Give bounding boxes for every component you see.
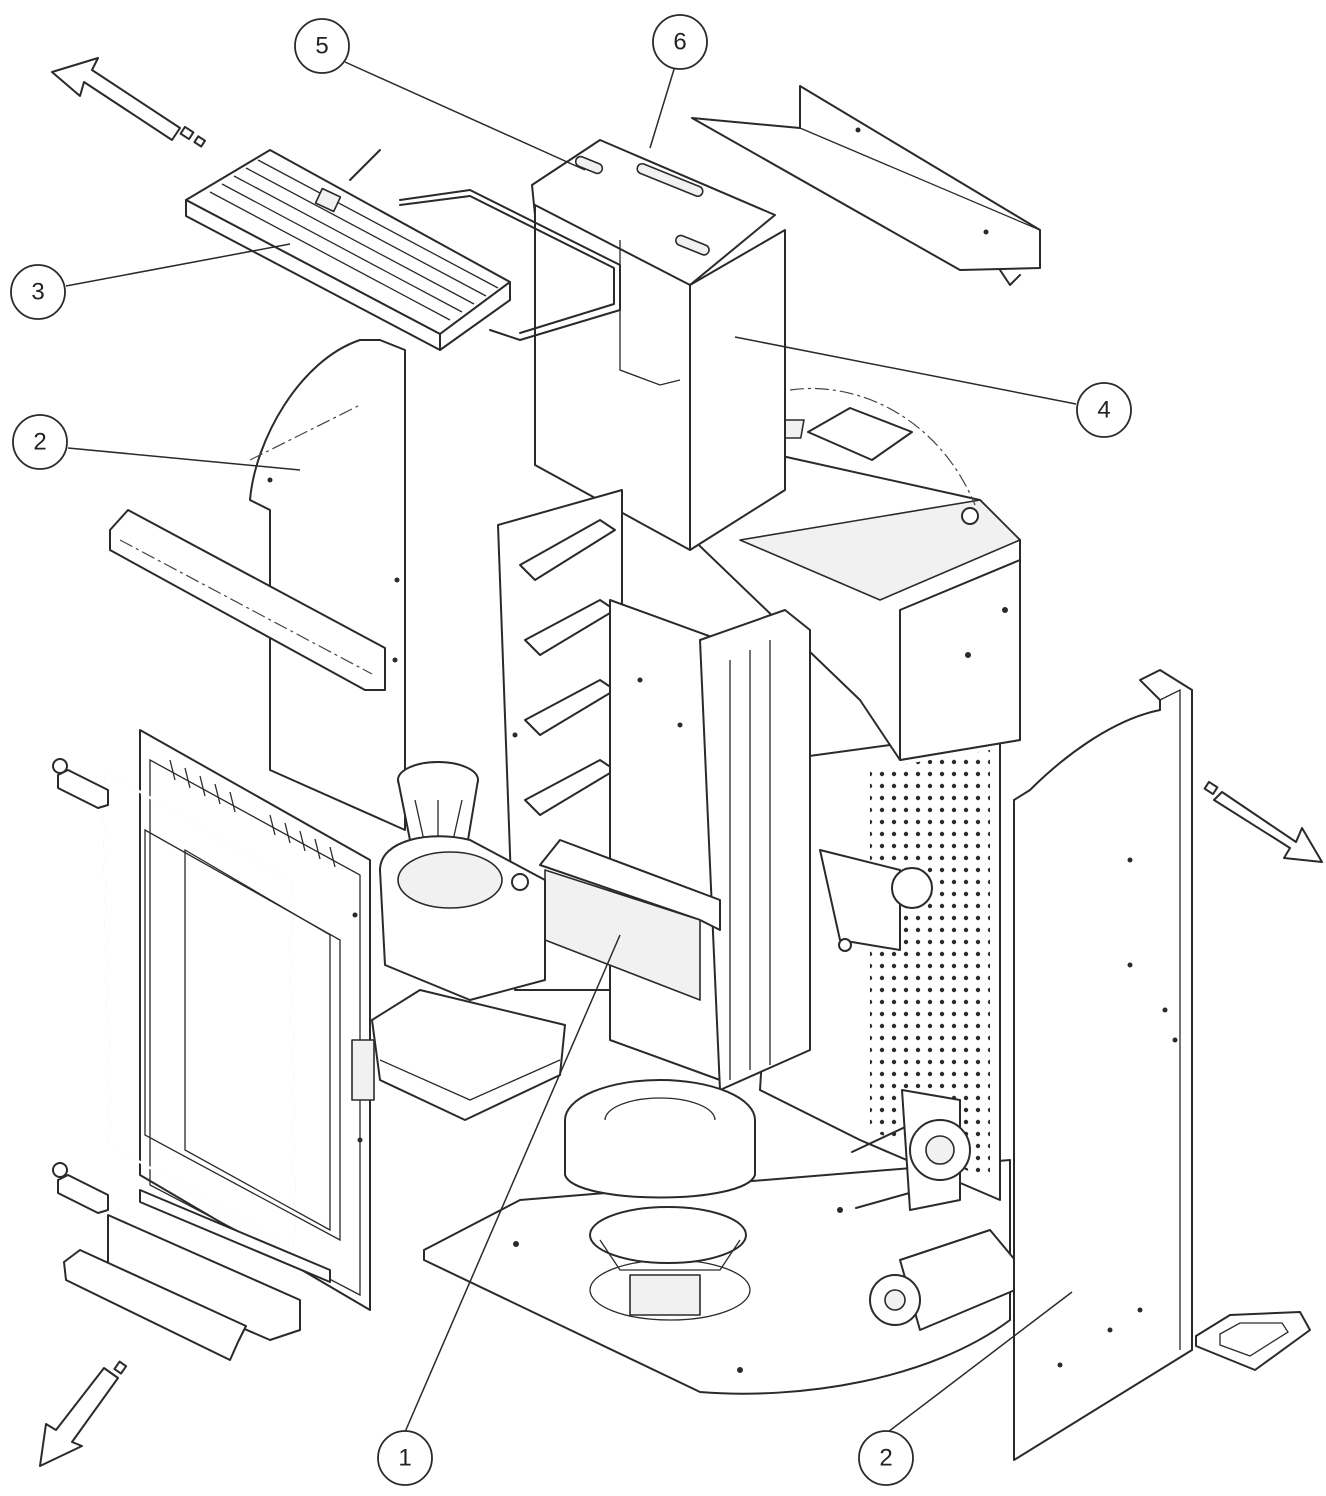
left-side-panel	[249, 339, 406, 831]
callout-2-left: 2	[12, 414, 68, 470]
callout-2-right-label: 2	[879, 1445, 892, 1472]
door-hinge-top	[52, 758, 109, 809]
callout-5: 5	[294, 18, 350, 74]
arrow-right	[1203, 780, 1323, 863]
leader-lines	[65, 61, 1077, 1433]
trim-plate-1	[139, 1189, 331, 1283]
callout-1: 1	[377, 1430, 433, 1486]
callout-1-label: 1	[398, 1445, 411, 1472]
callout-4: 4	[1076, 382, 1132, 438]
door-hinge-bottom	[52, 1162, 109, 1214]
smoke-fan	[901, 1089, 971, 1211]
callout-6: 6	[652, 14, 708, 70]
brazier-holder	[379, 835, 546, 1001]
heat-exchanger-3	[185, 149, 621, 351]
foot-bracket	[1195, 1311, 1311, 1371]
door-frame	[139, 729, 375, 1311]
burn-pot	[397, 761, 479, 853]
glass-gasket	[101, 767, 297, 1253]
trim-plate-3	[63, 1249, 247, 1361]
auger-motor	[819, 849, 933, 952]
arrow-bottom-left	[39, 1360, 128, 1467]
callout-5-label: 5	[315, 33, 328, 60]
cover-part-4	[531, 139, 786, 551]
ash-drawer	[371, 989, 566, 1121]
right-side-panel	[1013, 669, 1193, 1461]
callout-2-right: 2	[858, 1430, 914, 1486]
trim-plate-2	[107, 1214, 301, 1341]
door-glass	[144, 828, 341, 1242]
central-chassis	[497, 489, 811, 1091]
callout-4-label: 4	[1097, 397, 1110, 424]
callout-3-label: 3	[31, 279, 44, 306]
callout-3: 3	[10, 264, 66, 320]
perforation-pattern	[870, 750, 990, 1180]
callout-2-left-label: 2	[33, 429, 46, 456]
combustion-fan	[564, 1079, 756, 1316]
arrow-top-left	[51, 57, 206, 148]
top-plate-6	[691, 85, 1041, 286]
callout-6-label: 6	[673, 29, 686, 56]
gearmotor	[869, 1229, 1016, 1331]
left-rail	[109, 509, 386, 691]
